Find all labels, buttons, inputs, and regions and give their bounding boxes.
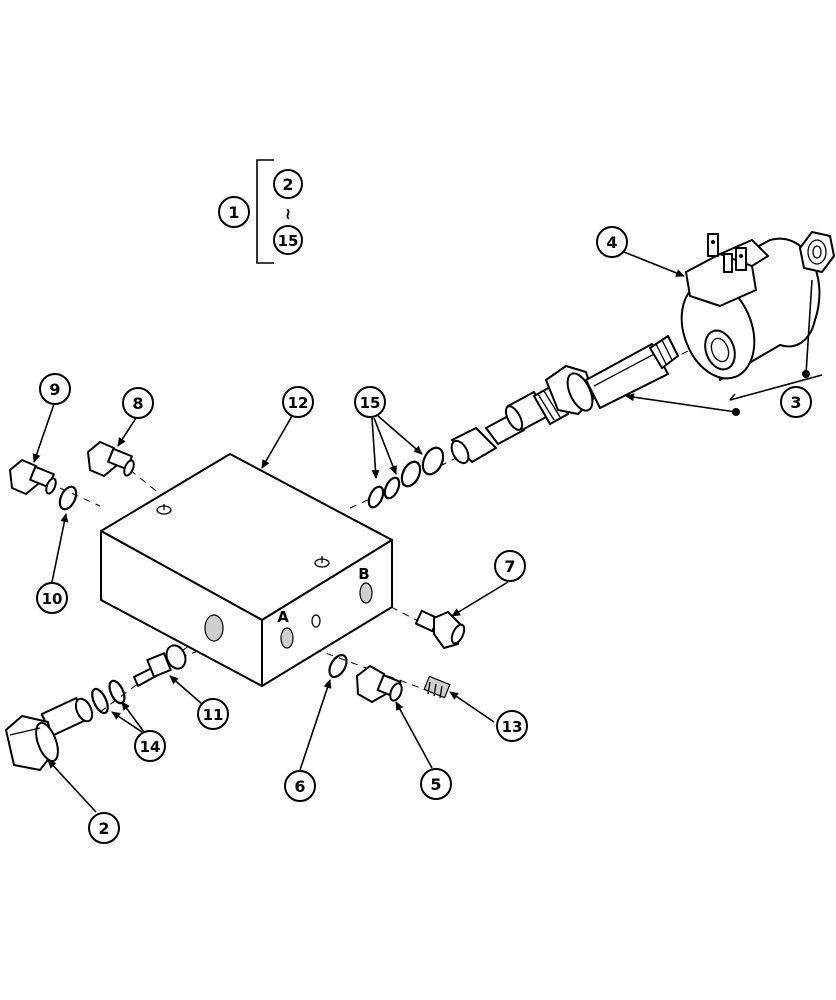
port-b xyxy=(359,582,373,604)
fitting-part-7 xyxy=(414,609,466,649)
port-a xyxy=(280,627,294,649)
callout-13: 13 xyxy=(496,710,528,742)
svg-text:12: 12 xyxy=(288,394,309,412)
svg-text:3: 3 xyxy=(790,393,801,412)
port-b-label: B xyxy=(358,565,369,583)
valve-block-right-face xyxy=(261,539,393,687)
pilot-port xyxy=(311,614,321,628)
svg-text:7: 7 xyxy=(504,557,515,576)
callout-9: 9 xyxy=(39,373,71,405)
callout-leaders xyxy=(32,251,813,813)
callout-1-circle xyxy=(218,196,250,228)
fitting-part-5 xyxy=(356,665,403,703)
svg-text:8: 8 xyxy=(132,394,143,413)
callout-1-label: 1 xyxy=(228,203,239,222)
o-ring-10 xyxy=(58,485,78,511)
callout-2: 2 xyxy=(88,812,120,844)
legend-end-circle xyxy=(273,225,303,255)
svg-text:5: 5 xyxy=(430,775,441,794)
callout-4: 4 xyxy=(596,226,628,258)
side-port xyxy=(204,614,224,642)
port-a-label: A xyxy=(277,608,289,626)
set-screw-13 xyxy=(423,675,451,699)
callout-3: 3 xyxy=(780,386,812,418)
svg-text:13: 13 xyxy=(502,718,523,736)
fitting-part-8 xyxy=(87,441,135,477)
cartridge-part-11 xyxy=(133,644,187,687)
callout-bubbles: 9 8 12 15 4 3 10 7 xyxy=(36,226,812,844)
legend-range-symbol: ≀ xyxy=(285,204,291,223)
svg-text:11: 11 xyxy=(203,706,224,724)
o-rings-14 xyxy=(91,679,126,715)
svg-text:6: 6 xyxy=(294,777,305,796)
legend-end-label: 15 xyxy=(278,232,299,250)
svg-text:15: 15 xyxy=(360,394,381,412)
svg-text:10: 10 xyxy=(42,590,63,608)
o-ring-6 xyxy=(328,653,348,679)
svg-text:9: 9 xyxy=(49,380,60,399)
legend-start-label: 2 xyxy=(282,175,293,194)
solenoid-coil-4 xyxy=(680,233,821,381)
o-rings-15 xyxy=(367,446,445,509)
callout-7: 7 xyxy=(494,550,526,582)
coil-nut xyxy=(799,231,835,273)
callout-11: 11 xyxy=(197,698,229,730)
valve-block: A B xyxy=(100,453,393,687)
callout-12: 12 xyxy=(282,386,314,418)
callout-5: 5 xyxy=(420,768,452,800)
callout-6: 6 xyxy=(284,770,316,802)
solenoid-cartridge-3 xyxy=(450,335,679,465)
svg-text:4: 4 xyxy=(606,233,617,252)
svg-text:2: 2 xyxy=(98,819,109,838)
legend-start-circle xyxy=(273,169,303,199)
plug-part xyxy=(5,697,94,771)
svg-text:14: 14 xyxy=(140,738,161,756)
kit-legend: 1 2 ≀ 15 xyxy=(218,159,303,264)
callout-8: 8 xyxy=(122,387,154,419)
callout-14: 14 xyxy=(134,730,166,762)
fitting-part-9 xyxy=(9,459,57,495)
callout-10: 10 xyxy=(36,582,68,614)
callout-15: 15 xyxy=(354,386,386,418)
